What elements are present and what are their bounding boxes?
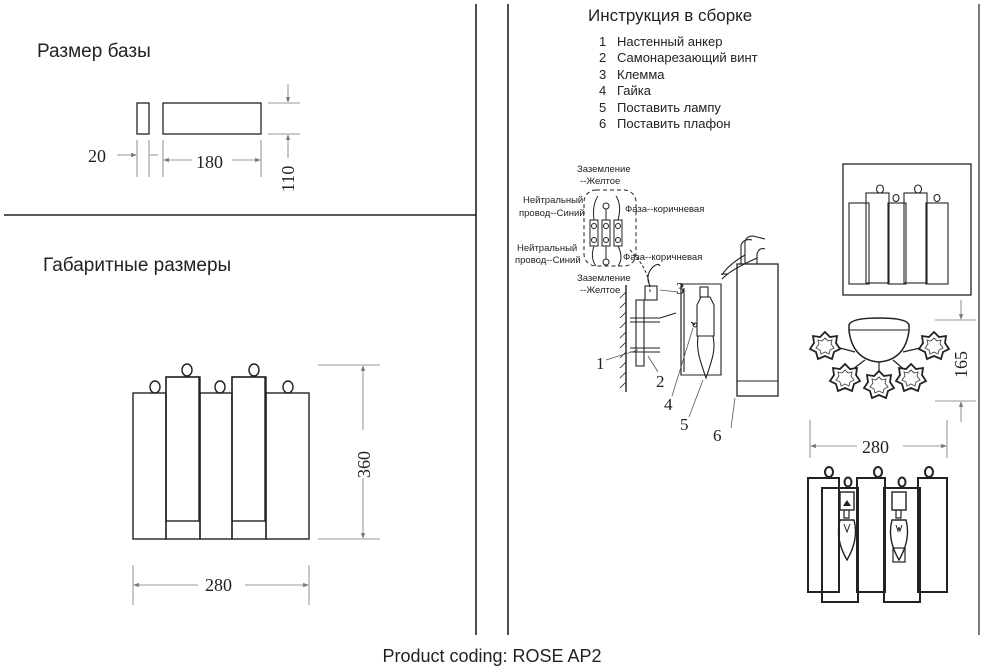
callout-1: 1	[596, 354, 605, 373]
neutral-bottom-color: провод--Синий	[515, 255, 581, 266]
assembly-instructions-title: Инструкция в сборке	[588, 6, 753, 25]
top-view-width-label: 280	[862, 437, 889, 457]
lamp-front-view	[132, 363, 310, 540]
callout-2: 2	[656, 372, 665, 391]
top-view-depth-label: 165	[951, 351, 971, 378]
assembly-exploded-view	[605, 235, 779, 429]
base-width-label: 180	[196, 152, 223, 172]
ground-bottom-label: Заземление	[577, 273, 631, 284]
overall-height-label: 360	[354, 451, 374, 478]
callout-4: 4	[664, 395, 673, 414]
base-plate-views	[117, 84, 300, 177]
neutral-bottom-label: Нейтральный	[517, 243, 577, 254]
overall-width-label: 280	[205, 575, 232, 595]
base-front-rect	[162, 102, 262, 135]
wiring-connector-diagram	[583, 189, 651, 293]
base-depth-label: 20	[88, 146, 106, 166]
front-view-thumbnail	[842, 163, 972, 296]
overall-dimensions-title: Габаритные размеры	[43, 255, 232, 276]
ground-bottom-color: --Желтое	[580, 285, 620, 296]
phase-bottom-label: Фаза--коричневая	[623, 252, 702, 263]
neutral-top-label: Нейтральный	[523, 195, 583, 206]
ground-top-label: Заземление	[577, 164, 631, 175]
base-size-title: Размер базы	[37, 41, 151, 62]
callout-6: 6	[713, 426, 722, 445]
callout-5: 5	[680, 415, 689, 434]
phase-top-label: Фаза--коричневая	[625, 204, 704, 215]
callout-3: 3	[676, 279, 685, 298]
base-side-rect	[136, 102, 150, 135]
product-coding: Product coding: ROSE AP2	[382, 646, 602, 666]
top-view-flowers	[809, 300, 976, 458]
front-view-with-bulbs	[807, 466, 948, 603]
base-height-label: 110	[278, 166, 298, 192]
neutral-top-color: провод--Синий	[519, 208, 585, 219]
ground-top-color: --Желтое	[580, 176, 620, 187]
